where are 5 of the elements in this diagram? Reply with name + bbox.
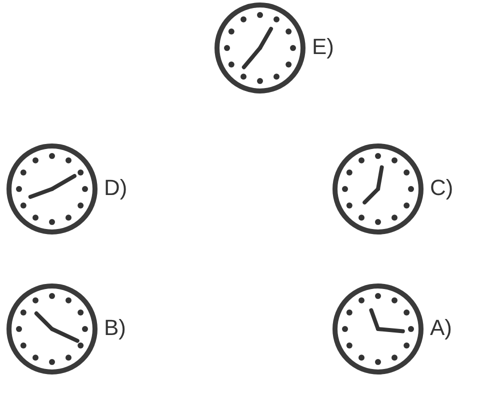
option-label: E): [312, 34, 334, 60]
option-label: C): [430, 175, 454, 201]
option-label: A): [430, 315, 452, 341]
option-label: D): [104, 175, 128, 201]
option-label: B): [104, 315, 126, 341]
